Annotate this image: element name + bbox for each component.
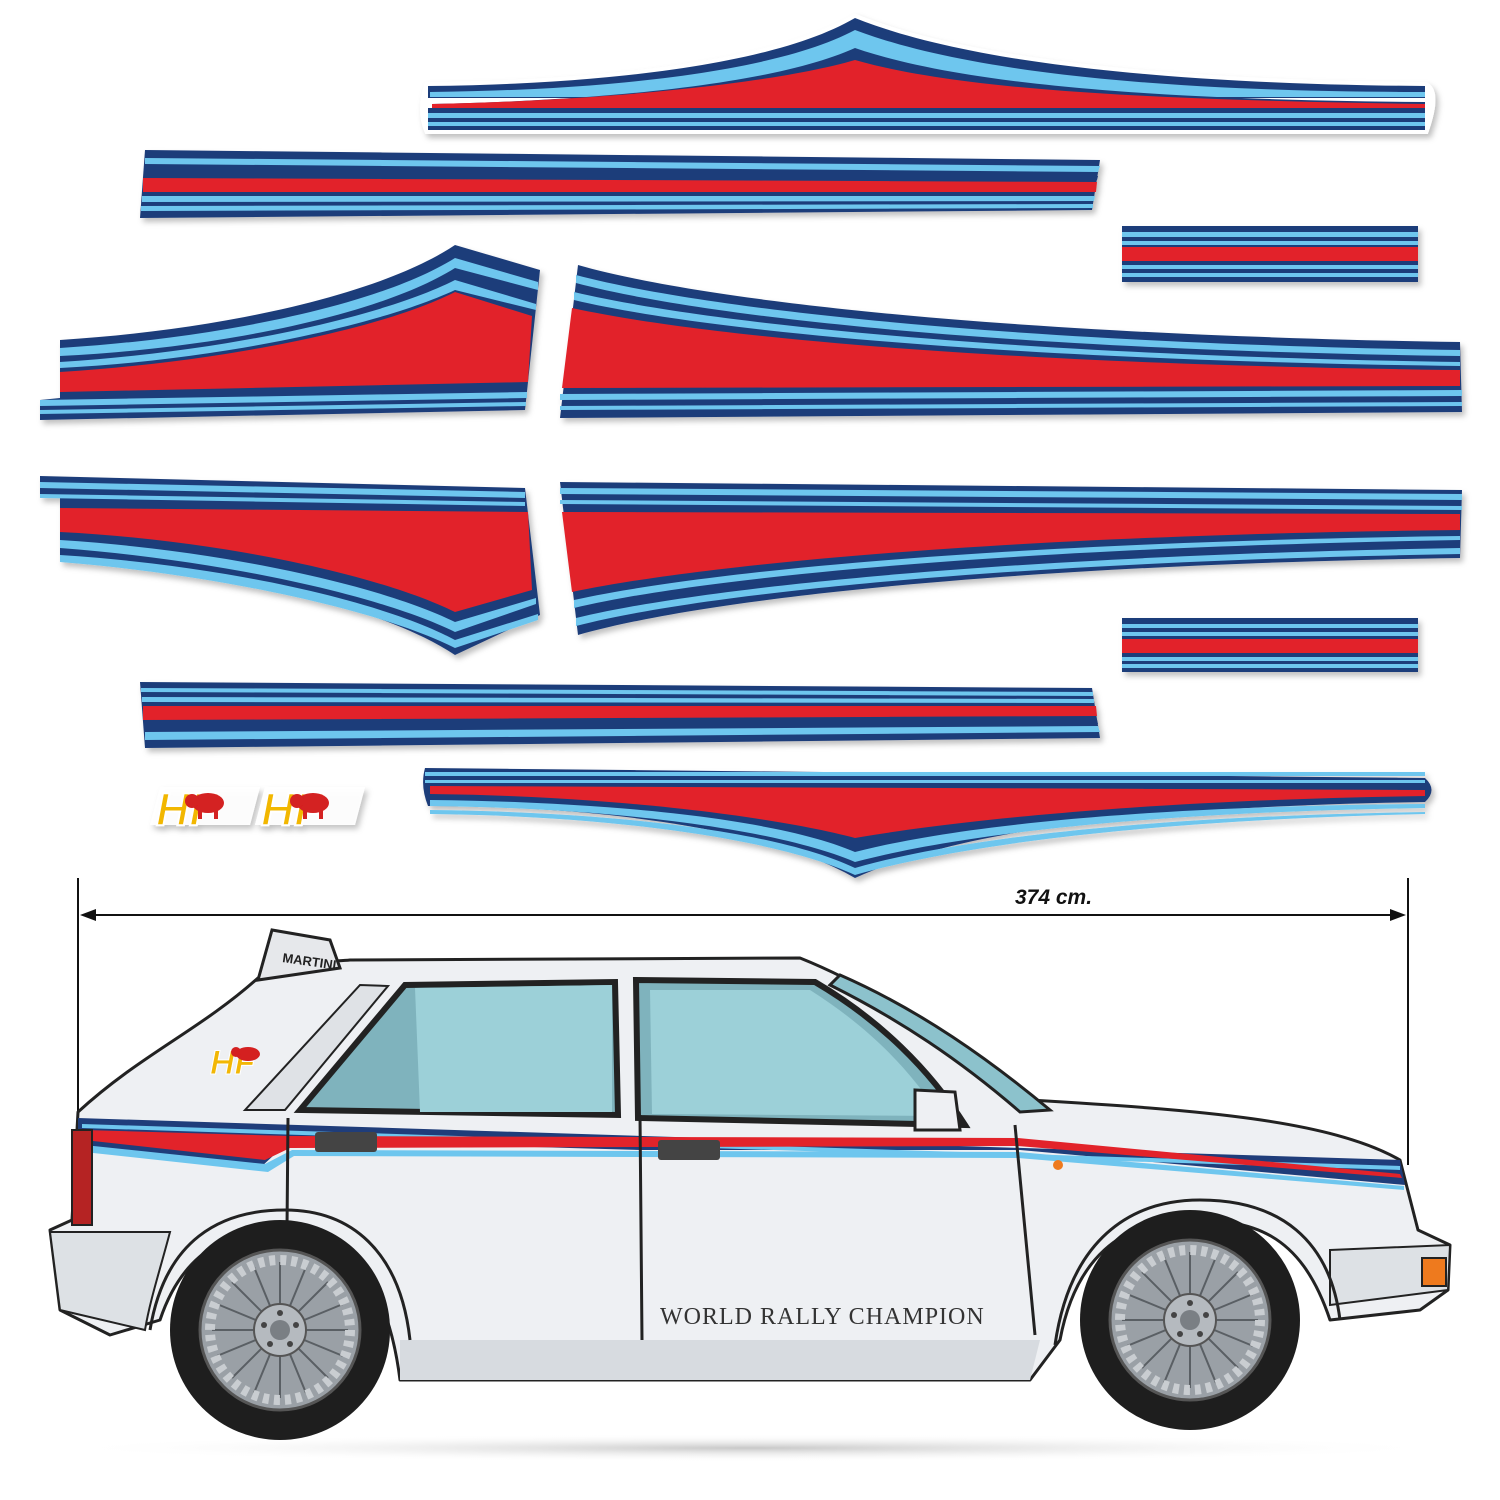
elephant-icon bbox=[290, 793, 329, 819]
dimension-label: 374 cm. bbox=[1015, 886, 1092, 909]
car-hf-badge: HF bbox=[210, 1044, 260, 1083]
front-window-glass bbox=[650, 990, 940, 1116]
front-wheel-arch bbox=[1053, 1198, 1342, 1346]
roof-sign bbox=[255, 928, 343, 982]
decal-strip-top-peak bbox=[420, 13, 1436, 134]
decal-strip-long-1 bbox=[140, 150, 1100, 218]
decal-strip-front-lower bbox=[560, 482, 1462, 635]
roof-sign-text: MARTINI bbox=[282, 950, 338, 972]
ground-shadow bbox=[50, 1434, 1450, 1462]
arrow-left-icon bbox=[80, 909, 96, 921]
elephant-icon bbox=[231, 1047, 260, 1061]
decal-strip-long-2 bbox=[140, 682, 1100, 748]
elephant-icon bbox=[185, 793, 224, 819]
side-marker bbox=[1053, 1160, 1063, 1170]
decal-strip-front-upper bbox=[560, 265, 1462, 418]
front-wheel bbox=[1080, 1210, 1300, 1430]
front-door-handle bbox=[658, 1140, 720, 1160]
rear-window-glass bbox=[415, 985, 612, 1112]
windshield bbox=[827, 973, 1054, 1114]
door-lettering: WORLD RALLY CHAMPION bbox=[660, 1304, 985, 1330]
hf-badge-2: HF bbox=[255, 782, 365, 836]
decal-strip-rear-upper bbox=[40, 245, 540, 420]
rear-door-handle bbox=[315, 1132, 377, 1152]
side-mirror bbox=[913, 1088, 962, 1132]
hf-badge-1-text: HF bbox=[156, 783, 219, 835]
decal-strip-short-2 bbox=[1122, 618, 1418, 672]
car-illustration: MARTINI HF WORLD RALLY CHAMPION bbox=[48, 928, 1452, 1462]
arrow-right-icon bbox=[1390, 909, 1406, 921]
rear-louvre bbox=[242, 983, 391, 1111]
indicator-light bbox=[1421, 1257, 1447, 1287]
rear-wheel bbox=[170, 1220, 390, 1440]
sill bbox=[400, 1340, 1040, 1380]
decal-strip-rear-lower bbox=[40, 476, 540, 655]
rear-bumper bbox=[48, 1231, 172, 1332]
hf-badge-1: HF bbox=[150, 782, 260, 836]
tail-light bbox=[71, 1129, 93, 1226]
decal-strip-short-1 bbox=[1122, 226, 1418, 282]
rear-wheel-arch bbox=[148, 1208, 412, 1341]
front-bumper bbox=[1329, 1243, 1452, 1307]
decal-strip-bottom-peak bbox=[423, 768, 1432, 878]
dimension-indicator: 374 cm. bbox=[77, 878, 1409, 1165]
car-side-stripes bbox=[78, 1118, 1405, 1190]
decal-strips: HF HF bbox=[40, 13, 1462, 878]
